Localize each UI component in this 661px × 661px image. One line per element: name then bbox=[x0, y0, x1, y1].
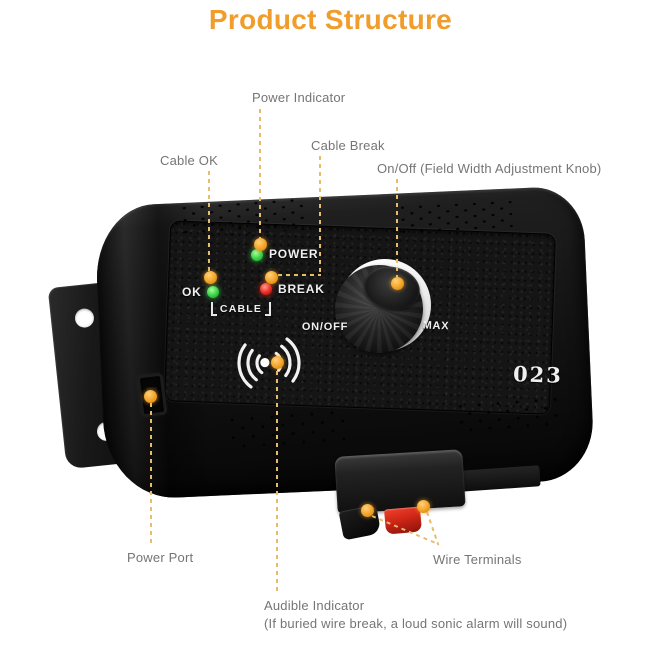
callout-dot-power-indicator bbox=[254, 238, 267, 251]
cable-bracket-label: CABLE bbox=[211, 299, 271, 320]
label-power-indicator: Power Indicator bbox=[252, 90, 346, 105]
callout-dot-power-port bbox=[144, 390, 157, 403]
cable-bracket-right-arm bbox=[265, 302, 271, 316]
black-wire-terminal bbox=[338, 504, 382, 541]
leader-line-audible-indicator bbox=[276, 371, 278, 595]
cable-break-led bbox=[260, 283, 272, 295]
terminal-block bbox=[334, 449, 466, 514]
terminal-strip bbox=[459, 465, 541, 492]
leader-line-power-indicator bbox=[259, 109, 261, 239]
label-audible-line2: (If buried wire break, a loud sonic alar… bbox=[264, 616, 568, 631]
cable-ok-led-label: OK bbox=[182, 285, 202, 299]
speaker-dot bbox=[260, 357, 270, 368]
callout-dot-audible-indicator bbox=[271, 356, 284, 369]
power-led bbox=[251, 249, 263, 261]
label-cable-ok: Cable OK bbox=[160, 153, 218, 168]
label-power-port: Power Port bbox=[127, 550, 194, 565]
cable-ok-led bbox=[207, 286, 219, 298]
cable-label: CABLE bbox=[219, 303, 263, 315]
label-wire-terminals: Wire Terminals bbox=[433, 552, 522, 567]
label-audible-line1: Audible Indicator bbox=[264, 598, 365, 613]
vent-holes-top-right bbox=[397, 198, 513, 234]
onoff-marking: ON/OFF bbox=[301, 321, 349, 333]
sound-waves-icon bbox=[237, 337, 301, 389]
callout-dot-cable-break bbox=[265, 271, 278, 284]
cable-bracket-left-arm bbox=[211, 302, 217, 316]
callout-dot-knob bbox=[391, 277, 404, 290]
bracket-screw-hole-top bbox=[74, 307, 95, 329]
cable-break-led-label: BREAK bbox=[278, 282, 325, 296]
callout-dot-wire-terminal-1 bbox=[361, 504, 374, 517]
model-number: 023 bbox=[512, 361, 564, 388]
page-title: Product Structure bbox=[208, 4, 453, 35]
leader-line-power-port bbox=[150, 403, 152, 547]
label-onoff-knob: On/Off (Field Width Adjustment Knob) bbox=[377, 161, 602, 176]
max-marking: MAX bbox=[422, 319, 450, 333]
label-audible-indicator: Audible Indicator (If buried wire break,… bbox=[264, 597, 567, 633]
callout-dot-cable-ok bbox=[204, 271, 217, 284]
leader-line-cable-break-vertical bbox=[319, 156, 321, 276]
leader-line-onoff-knob bbox=[396, 179, 398, 279]
leader-line-cable-break-horizontal bbox=[278, 274, 321, 276]
label-cable-break: Cable Break bbox=[311, 138, 385, 153]
callout-dot-wire-terminal-2 bbox=[417, 500, 430, 513]
leader-line-cable-ok bbox=[208, 171, 210, 272]
power-led-label: POWER bbox=[269, 247, 319, 261]
